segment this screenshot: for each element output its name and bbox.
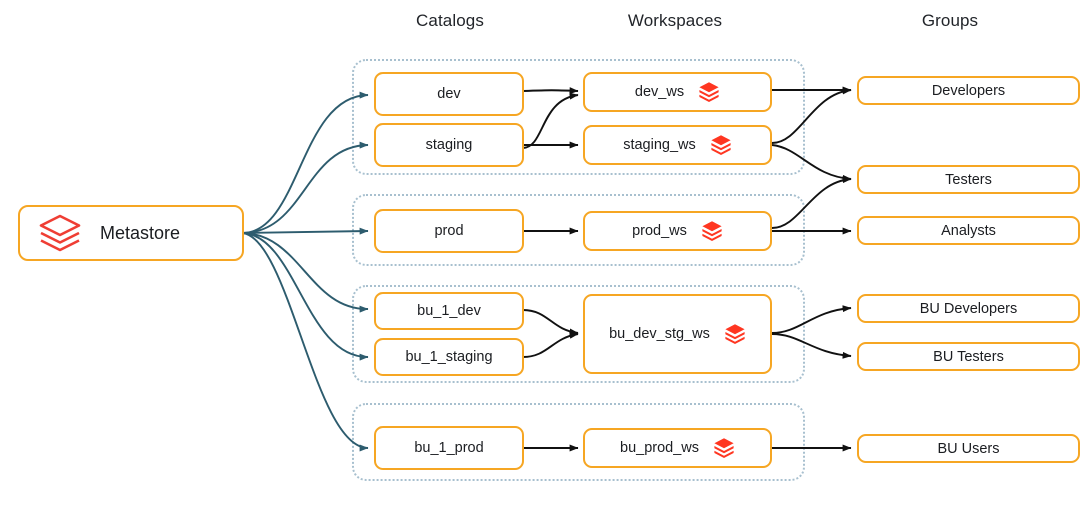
edges-metastore-to-catalogs	[242, 91, 369, 452]
metastore-node[interactable]: Metastore	[18, 205, 244, 261]
catalog-node-bu-1-staging[interactable]: bu_1_staging	[374, 338, 524, 376]
group-label: Analysts	[941, 222, 996, 239]
column-header-workspaces: Workspaces	[627, 11, 723, 30]
catalog-label: staging	[425, 137, 473, 153]
workspace-label: dev_ws	[634, 84, 685, 100]
group-node-analysts[interactable]: Analysts	[857, 216, 1080, 245]
group-node-bu-developers[interactable]: BU Developers	[857, 294, 1080, 323]
databricks-logo-icon	[724, 323, 746, 345]
catalog-node-dev[interactable]: dev	[374, 72, 524, 116]
catalog-label: bu_1_staging	[405, 349, 493, 365]
group-node-bu-users[interactable]: BU Users	[857, 434, 1080, 463]
column-header-groups: Groups	[921, 11, 979, 30]
group-label: Developers	[931, 82, 1006, 99]
catalog-label: prod	[434, 223, 464, 239]
group-label: BU Developers	[919, 300, 1018, 317]
workspace-label: prod_ws	[632, 223, 687, 239]
metastore-label: Metastore	[100, 222, 181, 243]
databricks-logo-icon	[701, 220, 723, 242]
workspace-node-bu-dev-stg-ws[interactable]: bu_dev_stg_ws	[583, 294, 772, 374]
group-node-developers[interactable]: Developers	[857, 76, 1080, 105]
workspace-label: staging_ws	[623, 137, 696, 153]
databricks-logo-icon	[713, 437, 735, 459]
group-label: BU Users	[937, 440, 1000, 457]
workspace-node-prod-ws[interactable]: prod_ws	[583, 211, 772, 251]
group-node-bu-testers[interactable]: BU Testers	[857, 342, 1080, 371]
catalog-node-bu-1-dev[interactable]: bu_1_dev	[374, 292, 524, 330]
workspace-label: bu_prod_ws	[620, 440, 699, 456]
catalog-node-bu-1-prod[interactable]: bu_1_prod	[374, 426, 524, 470]
column-header-catalogs: Catalogs	[416, 11, 484, 30]
group-label: Testers	[945, 171, 992, 188]
workspace-node-dev-ws[interactable]: dev_ws	[583, 72, 772, 112]
catalog-label: dev	[437, 86, 461, 102]
catalog-node-staging[interactable]: staging	[374, 123, 524, 167]
workspace-node-bu-prod-ws[interactable]: bu_prod_ws	[583, 428, 772, 468]
databricks-logo-icon	[698, 81, 720, 103]
group-label: BU Testers	[933, 348, 1004, 365]
catalog-label: bu_1_dev	[417, 303, 481, 319]
databricks-logo-icon	[710, 134, 732, 156]
metastore-layers-icon	[38, 213, 82, 253]
workspace-label: bu_dev_stg_ws	[609, 326, 710, 342]
group-node-testers[interactable]: Testers	[857, 165, 1080, 194]
workspace-node-staging-ws[interactable]: staging_ws	[583, 125, 772, 165]
catalog-label: bu_1_prod	[414, 440, 484, 456]
catalog-node-prod[interactable]: prod	[374, 209, 524, 253]
